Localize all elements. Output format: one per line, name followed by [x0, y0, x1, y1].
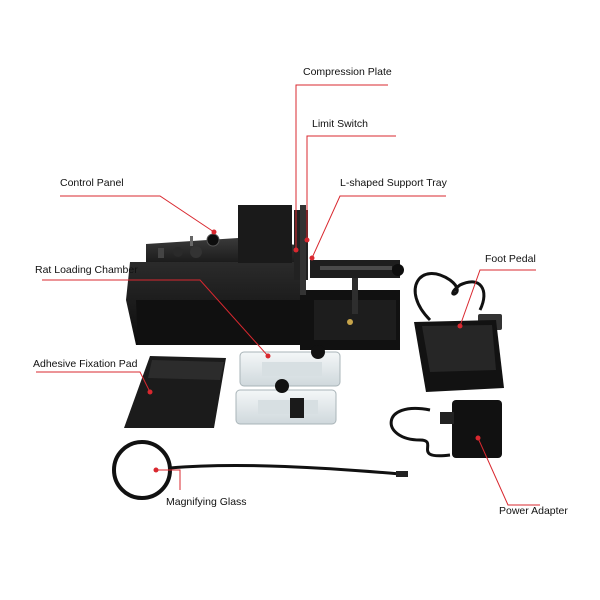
- chamber-bottom-knob: [275, 379, 289, 393]
- tray-marker: [347, 319, 353, 325]
- callout-dot-limit-switch: [304, 237, 310, 243]
- label-foot-pedal: Foot Pedal: [485, 253, 536, 265]
- callout-line-l-shaped-tray: [311, 195, 446, 259]
- callout-dot-compression-plate: [293, 247, 299, 253]
- power-adapter-prongs: [440, 412, 454, 424]
- magnifier-gooseneck: [169, 464, 401, 476]
- callout-line-limit-switch: [306, 135, 396, 240]
- foot-pedal: [413, 272, 504, 392]
- callout-line-power-adapter: [477, 437, 540, 506]
- magnifier-tip: [396, 471, 408, 477]
- motor-housing: [238, 205, 292, 263]
- chamber-top-knob: [311, 345, 325, 359]
- label-power-adapter: Power Adapter: [499, 505, 568, 517]
- label-l-shaped-support-tray: L-shaped Support Tray: [340, 177, 447, 189]
- chamber-bottom-insert: [258, 400, 318, 414]
- callout-dot-foot-pedal: [457, 323, 463, 329]
- callout-dot-rat-chamber: [265, 353, 271, 359]
- label-rat-loading-chamber: Rat Loading Chamber: [35, 264, 138, 276]
- control-panel-knobs: [158, 233, 220, 258]
- label-magnifying-glass: Magnifying Glass: [166, 496, 247, 508]
- vertical-post: [352, 278, 358, 314]
- callout-dot-magnifying-glass: [153, 467, 159, 473]
- callout-line-rat-chamber: [42, 279, 269, 357]
- support-arm-rail: [320, 266, 392, 270]
- chamber-top-insert: [262, 362, 322, 376]
- label-compression-plate: Compression Plate: [303, 66, 392, 78]
- callout-dot-l-shaped-tray: [309, 255, 315, 261]
- label-control-panel: Control Panel: [60, 177, 124, 189]
- callout-line-control-panel: [60, 195, 215, 233]
- main-device: [126, 205, 404, 350]
- callout-line-adhesive-pad: [36, 371, 151, 393]
- callout-dot-power-adapter: [475, 435, 481, 441]
- power-adapter-cable: [389, 406, 451, 458]
- vertical-rail: [300, 205, 306, 295]
- power-adapter-body: [452, 400, 502, 458]
- foot-pedal-cable: [413, 272, 486, 322]
- callout-dot-control-panel: [211, 229, 217, 235]
- device-front-face: [136, 300, 300, 345]
- callout-line-foot-pedal: [459, 269, 536, 327]
- arm-knob: [392, 264, 404, 276]
- callout-line-magnifying-glass: [156, 469, 181, 490]
- rat-loading-chambers: [235, 345, 341, 425]
- callout-line-compression-plate: [295, 84, 388, 250]
- chamber-bottom-band: [290, 398, 304, 418]
- callout-lines: [36, 84, 540, 506]
- power-adapter: [389, 400, 502, 458]
- callout-dots: [147, 229, 481, 473]
- adhesive-pad-sheen: [148, 360, 224, 380]
- callout-dot-adhesive-pad: [147, 389, 153, 395]
- label-limit-switch: Limit Switch: [312, 118, 369, 130]
- label-adhesive-fixation-pad: Adhesive Fixation Pad: [33, 358, 138, 370]
- foot-pedal-top: [422, 325, 496, 372]
